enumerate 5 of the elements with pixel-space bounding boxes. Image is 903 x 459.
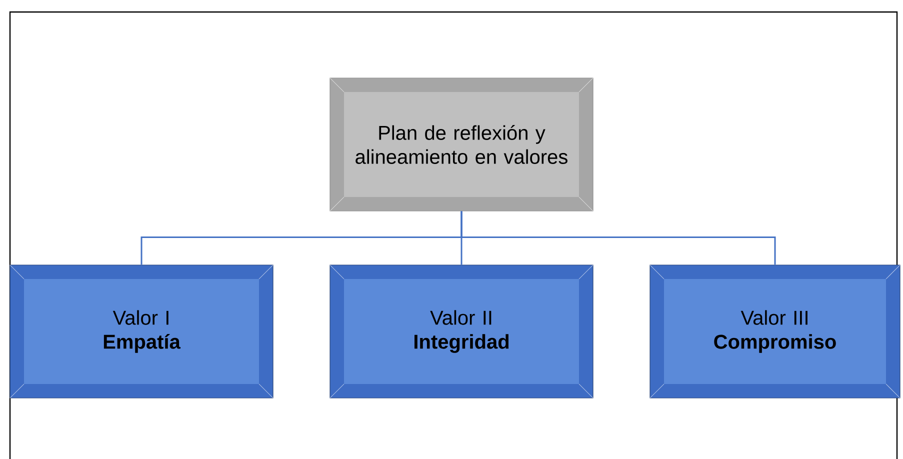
value-box: Valor III Compromiso <box>650 264 900 398</box>
value-box: Valor I Empatía <box>10 264 274 398</box>
title-box: Plan de reflexión y alineamiento en valores <box>330 78 594 212</box>
value-box: Valor II Integridad <box>330 264 594 398</box>
connector-line <box>460 211 776 265</box>
